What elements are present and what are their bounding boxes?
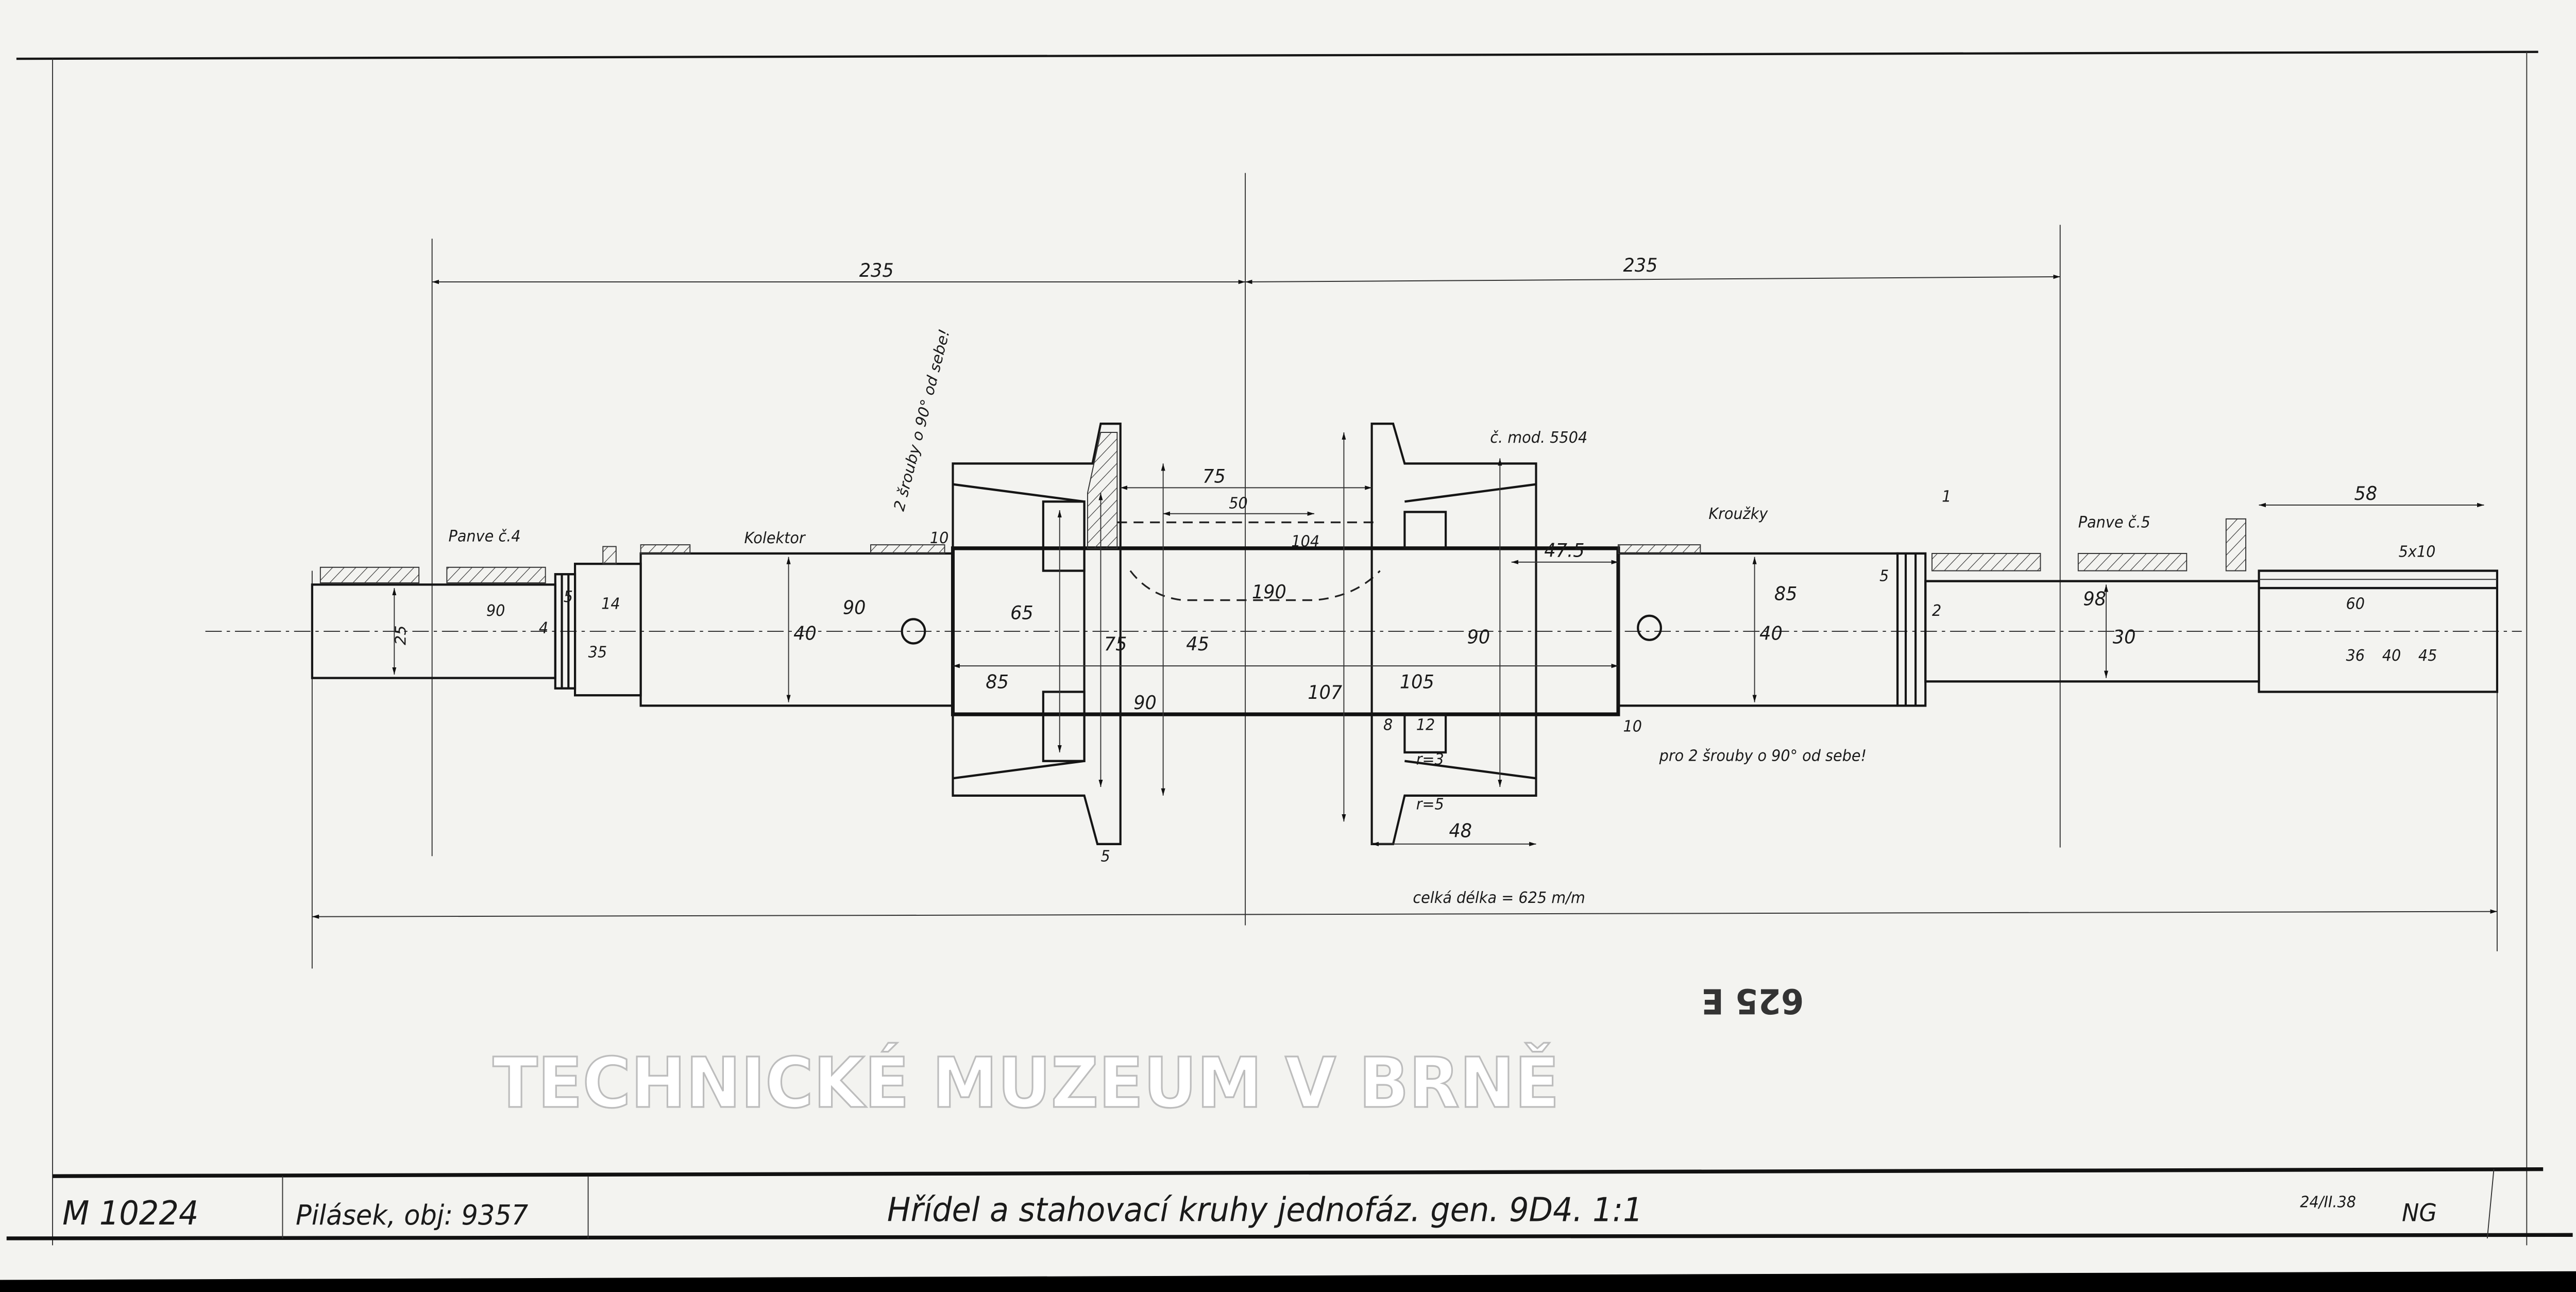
shaft-outline	[311, 521, 2499, 716]
dim-25: 25	[392, 625, 409, 645]
dim-98: 98	[2083, 589, 2106, 610]
label-model: č. mod. 5504	[1490, 428, 1587, 446]
dim-45-end: 45	[2418, 646, 2437, 664]
dim-85-b: 85	[1774, 583, 1798, 605]
dimension-labels: 235 235 celká délka = 625 m/m 25 35 40 4…	[392, 255, 2437, 907]
dim-5-c: 5	[1100, 847, 1110, 865]
label-kolektor: Kolektor	[744, 529, 806, 547]
dim-4: 4	[539, 619, 548, 637]
label-pan-4: Panve č.4	[449, 527, 521, 545]
dim-1: 1	[1942, 488, 1951, 506]
drawing-frame	[0, 51, 2576, 1292]
dim-65: 65	[1010, 602, 1033, 624]
dim-40-right: 40	[1759, 623, 1783, 645]
dim-10-b: 10	[1623, 717, 1642, 735]
dim-overall-length: celká délka = 625 m/m	[1413, 888, 1585, 907]
label-screws-left: 2 šrouby o 90° od sebe!	[890, 327, 953, 513]
dim-104: 104	[1291, 532, 1319, 550]
dim-r3: r=3	[1416, 750, 1444, 768]
dim-30: 30	[2113, 627, 2136, 648]
dimension-lines	[312, 274, 2497, 919]
clamping-ring-right	[1370, 423, 1537, 845]
dim-105: 105	[1400, 672, 1434, 693]
dim-75: 75	[1202, 466, 1226, 488]
dim-90-left: 90	[1133, 692, 1157, 714]
label-pan-5: Panve č.5	[2078, 513, 2150, 531]
dim-10-a: 10	[930, 529, 949, 547]
dim-36: 36	[2346, 646, 2365, 664]
dim-50: 50	[1229, 494, 1248, 512]
dim-48: 48	[1449, 820, 1472, 842]
drawing-number: M 10224	[62, 1194, 198, 1233]
bearing-pans	[319, 518, 2247, 584]
dim-75-vertical: 75	[1104, 633, 1127, 655]
dim-keyway: 5x10	[2399, 543, 2436, 561]
watermark: TECHNICKÉ MUZEUM V BRNĚ	[493, 1043, 1560, 1123]
dim-12: 12	[1416, 716, 1435, 734]
dim-35: 35	[588, 643, 607, 661]
drawing-title: Hřídel a stahovací kruhy jednofáz. gen. …	[887, 1190, 1643, 1229]
dim-58: 58	[2354, 483, 2378, 505]
dim-107: 107	[1308, 682, 1342, 703]
dim-40-left: 40	[793, 623, 817, 645]
dim-5-b: 5	[1879, 567, 1889, 585]
dim-r5: r=5	[1416, 795, 1444, 813]
dim-5-a: 5	[564, 588, 573, 606]
label-krouzky: Kroužky	[1708, 505, 1768, 523]
label-screws-right: pro 2 šrouby o 90° od sebe!	[1659, 747, 1867, 765]
dim-90-right: 90	[1467, 627, 1490, 648]
title-block: M 10224 Pilásek, obj: 9357 Hřídel a stah…	[62, 1190, 2437, 1233]
dim-235-right: 235	[1623, 255, 1658, 276]
clamping-ring-left	[952, 423, 1122, 845]
dim-2: 2	[1932, 601, 1941, 619]
dim-60: 60	[2346, 595, 2365, 613]
order-info: Pilásek, obj: 9357	[296, 1199, 528, 1232]
dim-190: 190	[1252, 581, 1286, 603]
dim-14: 14	[601, 595, 620, 613]
dim-235-left: 235	[859, 260, 894, 281]
dim-85-a: 85	[986, 672, 1009, 693]
dim-40-end: 40	[2382, 646, 2401, 664]
dim-45: 45	[1186, 633, 1209, 655]
drawing-date: 24/II.38	[2300, 1193, 2356, 1211]
dim-90-b: 90	[843, 597, 866, 619]
stamp: 625 E	[1701, 981, 1804, 1021]
signature: NG	[2402, 1198, 2437, 1227]
dim-90-a: 90	[486, 601, 505, 619]
dim-8: 8	[1383, 716, 1393, 734]
dim-47-5: 47.5	[1544, 540, 1584, 562]
